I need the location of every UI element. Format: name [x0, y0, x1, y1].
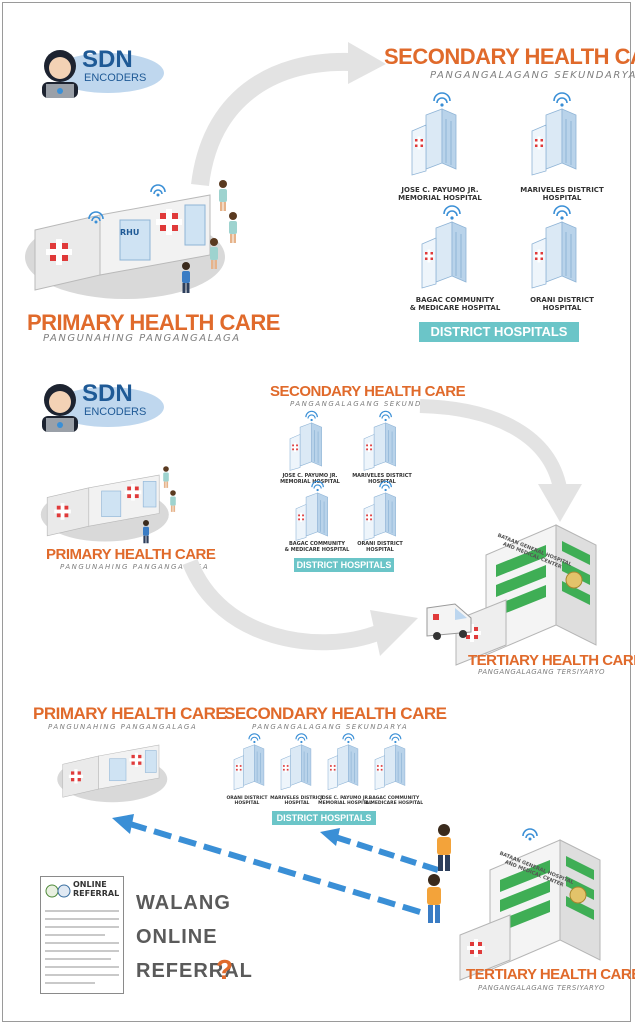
dashed-arrow-to-primary: [112, 814, 421, 915]
panel3-tertiary-title: TERTIARY HEALTH CARE: [466, 966, 635, 983]
logo-encoders: ENCODERS: [84, 72, 147, 84]
panel1-primary-title: PRIMARY HEALTH CARE: [27, 310, 280, 335]
logo-sdn: SDN: [82, 380, 133, 407]
district-hospitals-badge: DISTRICT HOSPITALS: [419, 322, 579, 342]
form-lines-icon: [45, 910, 119, 984]
panel2-tertiary-title: TERTIARY HEALTH CARE: [468, 652, 635, 669]
hospital-icon: [374, 733, 406, 791]
rhu-label: RHU: [120, 228, 140, 237]
arrow-primary-to-tertiary: [182, 558, 418, 656]
hospital-label: BAGAC COMMUNITY & MEDICARE HOSPITAL: [409, 296, 501, 313]
panel3-primary-title: PRIMARY HEALTH CARE: [33, 704, 227, 723]
hospital-icon: [289, 410, 323, 471]
sdn-logo-1: [32, 38, 172, 100]
hospital-label: ORANI DISTRICT HOSPITAL: [530, 296, 594, 313]
hospital-icon: [233, 733, 265, 791]
panel1-secondary-title: SECONDARY HEALTH CARE: [384, 44, 635, 69]
panel1-primary-subtitle: PANGUNAHING PANGANGALAGA: [43, 333, 241, 344]
rhu-buildings-icon: [24, 194, 226, 300]
panel2-secondary-subtitle: PANGANGALAGANG SEKUNDARYA: [290, 400, 447, 408]
wifi-icon: [88, 211, 104, 225]
rhu-buildings-icon: [40, 474, 170, 542]
rhu-buildings-icon: [56, 744, 168, 803]
walang-text: WALANG: [136, 892, 231, 914]
hospital-icon: [531, 92, 577, 176]
arrow-secondary-to-tertiary: [419, 399, 582, 522]
encoder-avatar-icon: [42, 384, 164, 432]
wifi-icon: [150, 184, 166, 198]
hospital-icon: [280, 733, 312, 791]
logo-encoders: ENCODERS: [84, 406, 147, 418]
referral-text: REFERRAL: [136, 960, 253, 982]
hospital-label: MARIVELES DISTRICT HOSPITAL: [520, 186, 604, 203]
hospital-label: JOSE C. PAYUMO JR. MEMORIAL HOSPITAL: [398, 186, 482, 203]
hospital-icon: [421, 205, 467, 289]
question-mark: ?: [216, 954, 233, 985]
logo-sdn: SDN: [82, 46, 133, 73]
hospital-icon: [531, 205, 577, 289]
hospital-icon: [327, 733, 359, 791]
panel3-primary-subtitle: PANGUNAHING PANGANGALAGA: [48, 723, 198, 731]
panel3-tertiary-subtitle: PANGANGALAGANG TERSIYARYO: [478, 984, 605, 992]
hospital-label: MARIVELES DISTRICT HOSPITAL: [352, 473, 412, 485]
district-hospitals-badge: DISTRICT HOSPITALS: [294, 558, 394, 572]
seal-icon: [45, 884, 71, 898]
sdn-logo-2: [32, 372, 172, 434]
wifi-icon: [522, 828, 538, 842]
panel2-secondary-title: SECONDARY HEALTH CARE: [270, 383, 466, 400]
hospital-icon: [363, 410, 397, 471]
district-hospitals-badge: DISTRICT HOSPITALS: [272, 811, 376, 825]
panel3-secondary-title: SECONDARY HEALTH CARE: [224, 704, 447, 723]
hospital-label: MARIVELES DISTRICT HOSPITAL: [270, 796, 324, 807]
panel3-secondary-subtitle: PANGANGALAGANG SEKUNDARYA: [252, 723, 409, 731]
confused-patient-icon: [437, 824, 451, 871]
patient-icon: [210, 238, 218, 269]
arrow-primary-to-secondary: [191, 42, 386, 187]
encoder-avatar-icon: [42, 50, 164, 98]
panel1-secondary-subtitle: PANGANGALAGANG SEKUNDARYA: [430, 70, 635, 81]
patient-icon: [219, 180, 227, 211]
hospital-label: BAGAC COMMUNITY & MEDICARE HOSPITAL: [364, 796, 424, 807]
patient-icon: [143, 520, 149, 544]
ambulance-icon: [426, 603, 472, 640]
online-text: ONLINE: [136, 926, 218, 948]
patient-icon: [170, 490, 176, 512]
hospital-label: JOSE C. PAYUMO JR. MEMORIAL HOSPITAL: [280, 473, 340, 485]
referral-form-header: ONLINE REFERRAL: [73, 880, 120, 898]
panel2-primary-subtitle: PANGUNAHING PANGANGALAGA: [60, 563, 210, 571]
hospital-label: JOSE C. PAYUMO JR. MEMORIAL HOSPITAL: [318, 796, 372, 807]
hospital-label: ORANI DISTRICT HOSPITAL: [357, 541, 403, 553]
hospital-icon: [411, 92, 457, 176]
patient-icon: [427, 874, 441, 923]
referral-form-document: ONLINE REFERRAL: [40, 876, 124, 994]
patient-icon: [163, 466, 169, 488]
hospital-icon: [295, 480, 329, 541]
hospital-label: BAGAC COMMUNITY & MEDICARE HOSPITAL: [284, 541, 350, 553]
patient-icon: [229, 212, 237, 243]
patient-icon: [182, 262, 190, 293]
dashed-arrow-to-secondary: [320, 828, 439, 873]
hospital-icon: [363, 480, 397, 541]
hospital-label: ORANI DISTRICT HOSPITAL: [226, 796, 268, 807]
panel2-tertiary-subtitle: PANGANGALAGANG TERSIYARYO: [478, 668, 605, 676]
panel2-primary-title: PRIMARY HEALTH CARE: [46, 546, 216, 563]
